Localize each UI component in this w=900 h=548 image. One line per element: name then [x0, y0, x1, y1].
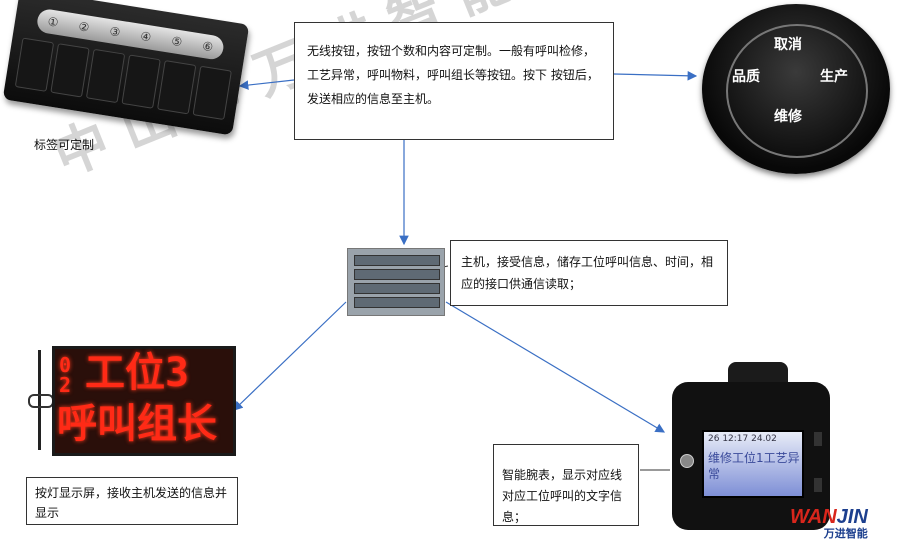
- remote-key-number: ③: [108, 24, 122, 40]
- remote-key-number: ⑤: [170, 33, 184, 50]
- button-label-production: 生产: [820, 69, 848, 85]
- host-unit-image: [347, 248, 445, 316]
- remote-key-number: ①: [46, 14, 60, 30]
- remote-key-number: ④: [139, 29, 153, 45]
- arrow-to-watch: [445, 301, 666, 433]
- brand-name-right: JIN: [836, 506, 868, 528]
- brand-name-left: WAN: [790, 506, 837, 528]
- button-label-repair: 维修: [774, 109, 802, 125]
- watch-message: 维修工位1工艺异常: [708, 451, 800, 481]
- remote-key-number: ②: [77, 19, 91, 35]
- arrow-to-led: [233, 301, 347, 411]
- smart-watch-image: 26 12:17 24.02 维修工位1工艺异常: [672, 382, 830, 530]
- watch-time: 26 12:17 24.02: [708, 434, 777, 444]
- remote-key-number: ⑥: [201, 38, 215, 55]
- button-label-quality: 品质: [732, 69, 760, 85]
- led-note: 按灯显示屏，接收主机发送的信息并显示: [26, 477, 238, 525]
- led-antenna: [24, 350, 54, 454]
- watch-note: 智能腕表，显示对应线对应工位呼叫的文字信息；: [493, 444, 639, 526]
- brand-logo: WANJIN 万进智能: [790, 506, 868, 541]
- arrow-to-remote: [238, 79, 295, 90]
- button-label-cancel: 取消: [774, 37, 802, 53]
- round-call-button-image: 取消 品质 生产 维修: [702, 4, 890, 174]
- watch-screen: 26 12:17 24.02 维修工位1工艺异常: [702, 430, 804, 498]
- host-note: 主机，接受信息，储存工位呼叫信息、时间，相应的接口供通信读取；: [450, 240, 728, 306]
- remote-caption: 标签可定制: [34, 138, 95, 152]
- led-display-image: 02 工位3 呼叫组长: [52, 346, 236, 456]
- wireless-button-note: 无线按钮，按钮个数和内容可定制。一般有呼叫检修，工艺异常，呼叫物料，呼叫组长等按…: [294, 22, 614, 140]
- led-line1-text: 工位3: [85, 350, 190, 396]
- brand-subtitle: 万进智能: [823, 528, 868, 540]
- led-line2-text: 呼叫组长: [57, 401, 217, 447]
- arrow-to-round-button: [613, 70, 698, 81]
- led-line1-number: 02: [59, 353, 72, 397]
